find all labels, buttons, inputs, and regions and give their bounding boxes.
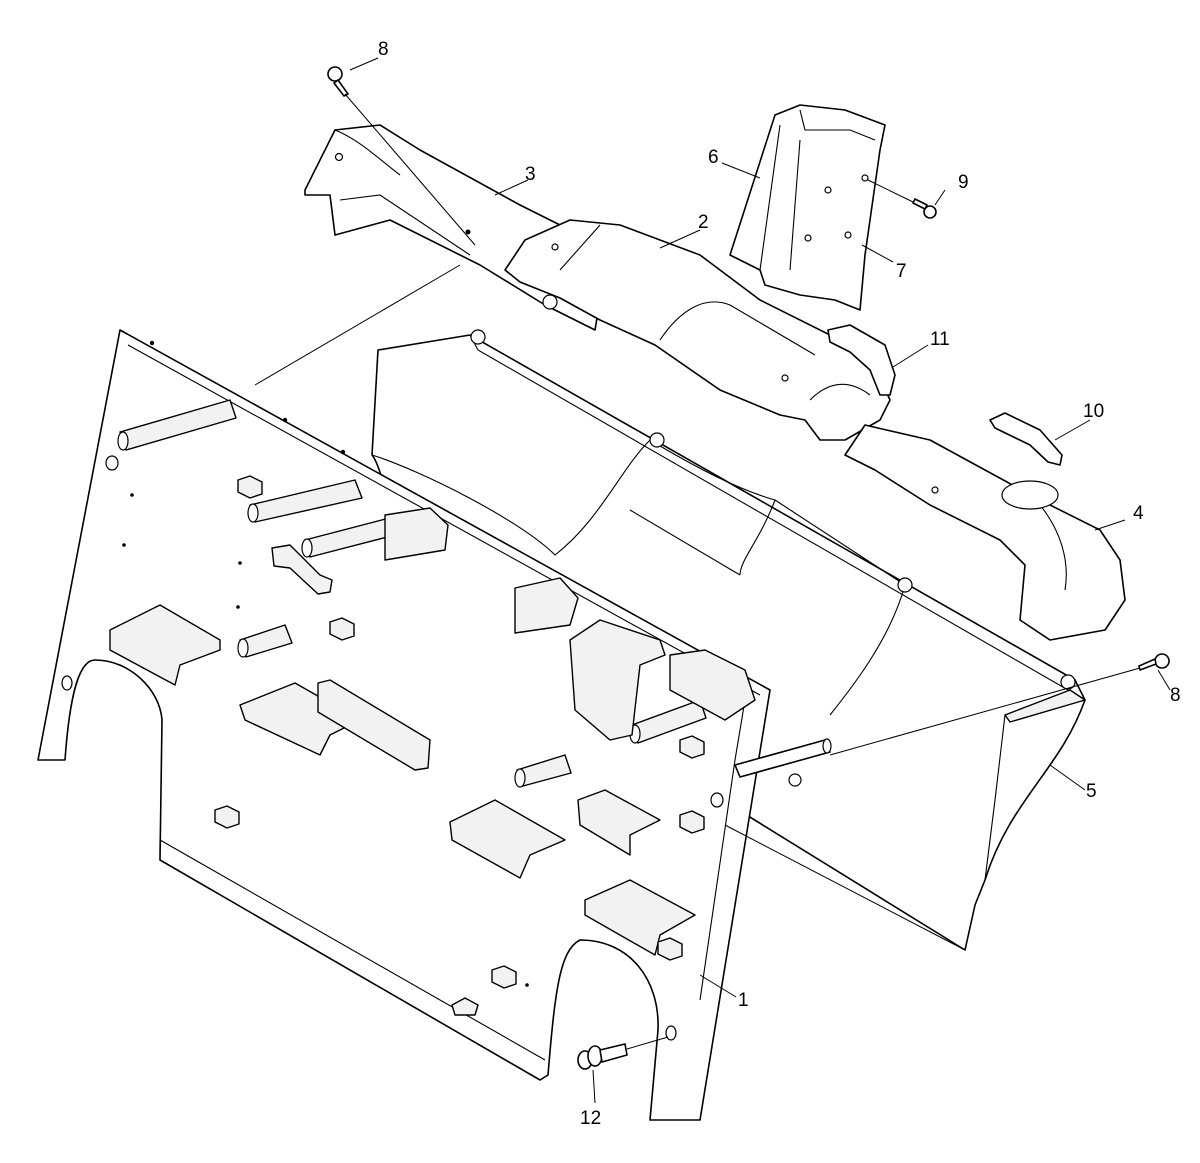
callout-leaders: [349, 57, 1171, 1104]
callout-3: 3: [525, 164, 536, 185]
part-4-right-housing: [844, 424, 1126, 641]
callout-8-right: 8: [1170, 685, 1181, 706]
callout-9: 9: [958, 172, 969, 193]
callout-2: 2: [698, 212, 709, 233]
part-5-curved-chute: [371, 329, 1086, 951]
callout-11: 11: [930, 329, 950, 350]
assembly-lines: [254, 93, 1141, 1050]
callout-4: 4: [1133, 503, 1144, 524]
callout-6: 6: [708, 147, 719, 168]
callout-7: 7: [896, 261, 907, 282]
callout-12: 12: [580, 1108, 601, 1129]
part-11-seal: [827, 324, 896, 396]
part-pivot-pin: [734, 738, 832, 787]
part-12-bolt: [577, 1043, 628, 1070]
part-8-screw-right: [1138, 653, 1170, 671]
callout-10: 10: [1083, 401, 1104, 422]
callout-5: 5: [1086, 781, 1097, 802]
callout-1: 1: [738, 990, 749, 1011]
callout-labels: 8 3 2 6 7 9 11 10 4 8 5 1 12: [378, 39, 1181, 1129]
part-2-center-housing: [504, 219, 891, 441]
part-1-main-frame: [37, 329, 771, 1121]
part-10-gasket: [989, 412, 1063, 466]
part-9-screw: [912, 198, 937, 219]
callout-8-top: 8: [378, 39, 389, 60]
part-8-screw-top: [327, 66, 349, 97]
part-6-7-chute-shroud: [729, 104, 886, 311]
